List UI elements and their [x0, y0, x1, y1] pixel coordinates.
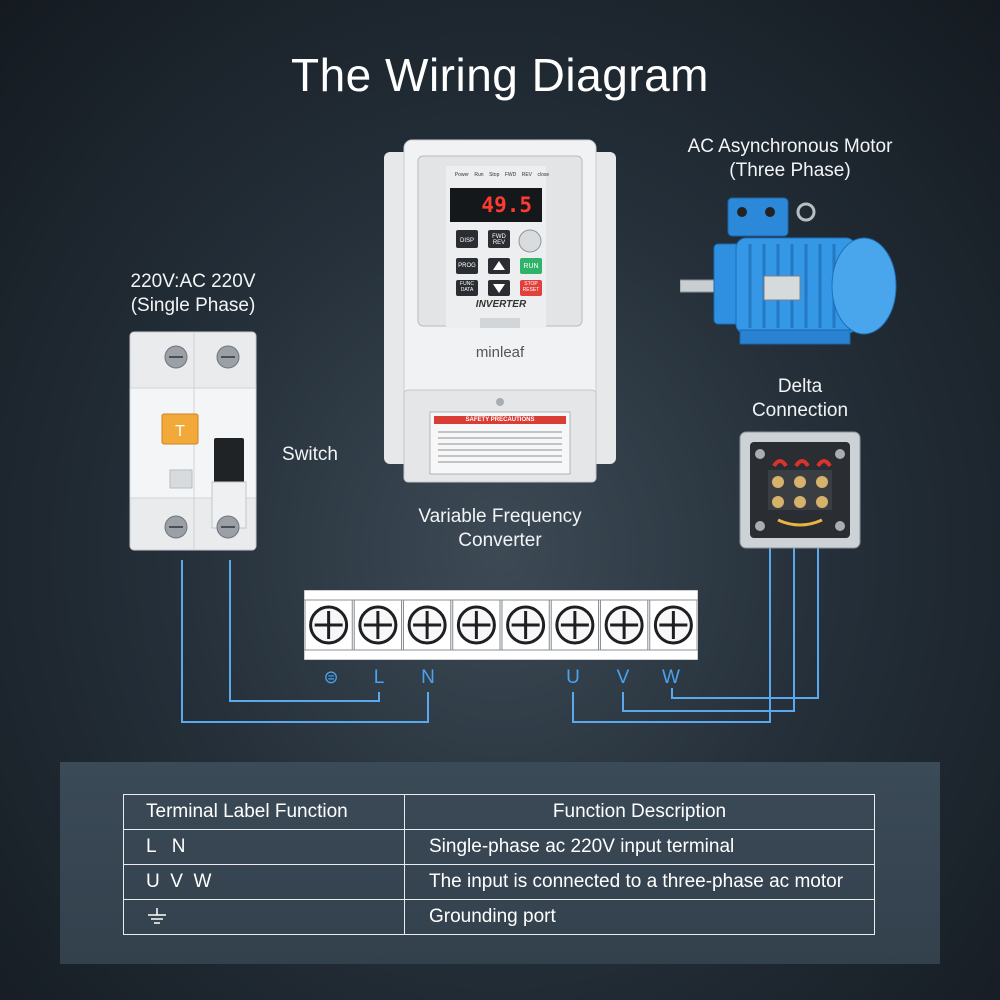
table-cell-label: U V W [123, 864, 405, 900]
terminal-W-label: W [662, 667, 680, 688]
table-cell-desc: Single-phase ac 220V input terminal [404, 829, 875, 865]
table-cell-label [123, 899, 405, 935]
fwd-rev-key: FWD REV [492, 234, 506, 246]
table-header-description: Function Description [404, 794, 875, 830]
table-row: L N Single-phase ac 220V input terminal [123, 829, 875, 865]
prog-key: PROG [458, 263, 476, 269]
inverter-model-label: INVERTER [475, 299, 527, 310]
three-phase-motor [680, 197, 897, 345]
vfd-label: Variable Frequency Converter [418, 506, 582, 551]
inverter-display-readout: 49.5 [481, 193, 532, 217]
inverter-brand: minleaf [475, 344, 525, 361]
diagram-title: The Wiring Diagram [291, 49, 709, 101]
wire-V-to-motor [622, 538, 795, 712]
table-row: Grounding port [123, 899, 875, 935]
table-cell-label: L N [123, 829, 405, 865]
terminal-U-label: U [566, 667, 580, 688]
delta-label: Delta Connection [751, 376, 849, 421]
terminal-function-table: Terminal Label Function Function Descrip… [123, 794, 875, 935]
svg-text:T: T [175, 423, 185, 440]
table-header-row: Terminal Label Function Function Descrip… [123, 794, 875, 830]
power-label: 220V:AC 220V (Single Phase) [130, 271, 256, 316]
inverter-device [384, 139, 616, 483]
func-data-key: FUNC DATA [460, 281, 474, 293]
terminal-N-label: N [421, 667, 435, 688]
stop-reset-key: STOP RESET [522, 281, 540, 293]
switch-label: Switch [282, 444, 338, 465]
circuit-breaker: T [129, 331, 257, 551]
delta-junction-box [739, 431, 861, 549]
motor-label: AC Asynchronous Motor (Three Phase) [687, 136, 893, 181]
table-cell-desc: Grounding port [404, 899, 875, 935]
terminal-V-label: V [616, 667, 630, 688]
wire-breaker-to-L [229, 560, 380, 702]
table-cell-desc: The input is connected to a three-phase … [404, 864, 875, 900]
disp-key: DISP [459, 238, 474, 244]
wire-W-to-motor [671, 538, 819, 699]
wire-U-to-motor [572, 538, 771, 723]
wire-breaker-to-N [181, 560, 429, 723]
table-row: U V W The input is connected to a three-… [123, 864, 875, 900]
terminal-L-label: L [373, 667, 385, 688]
table-header-terminal: Terminal Label Function [123, 794, 405, 830]
safety-label-title: SAFETY PRECAUTIONS [465, 417, 535, 423]
ground-icon [148, 908, 166, 924]
terminal-block [304, 590, 698, 660]
inverter-led-labels: Power Run Stop FWD REV close [454, 172, 550, 178]
run-key: RUN [523, 263, 539, 270]
terminal-ground-label: ⊜ [323, 667, 339, 687]
